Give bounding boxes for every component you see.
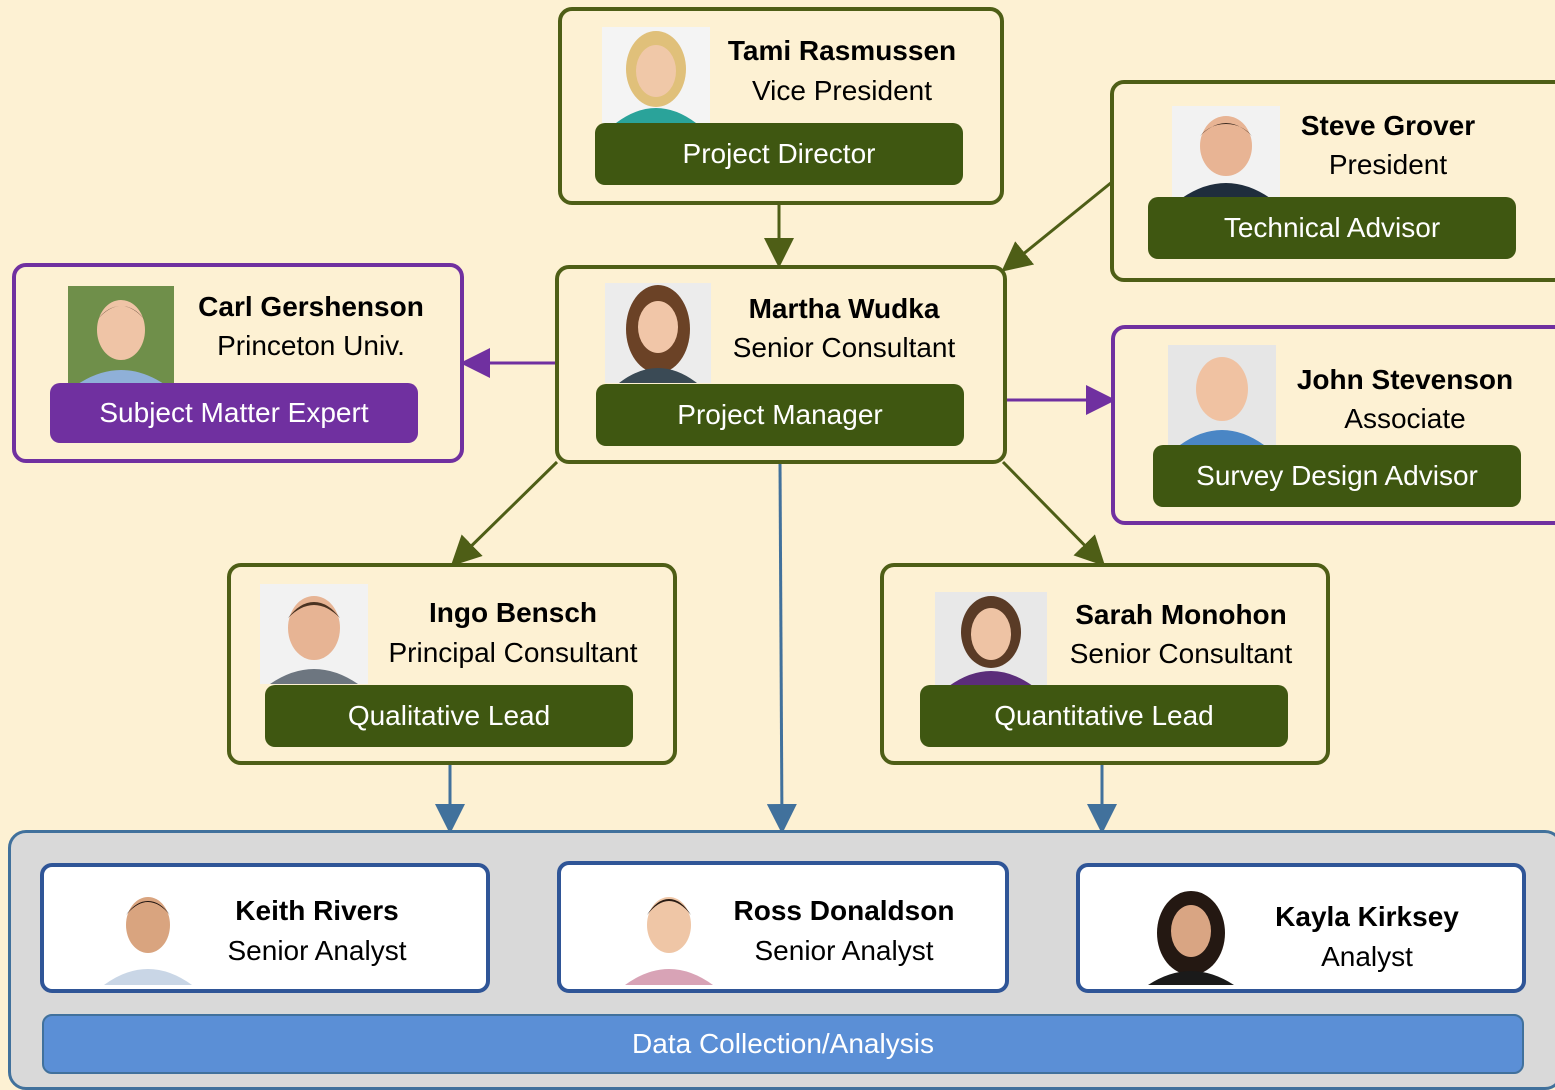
- card-keith-rivers: Keith Rivers Senior Analyst: [40, 863, 490, 993]
- role-badge: Project Director: [595, 123, 963, 185]
- avatar: [68, 286, 174, 384]
- person-name: Tami Rasmussen: [727, 35, 957, 66]
- card-carl-gershenson: Carl Gershenson Princeton Univ. Subject …: [12, 263, 464, 463]
- person-title: Princeton Univ.: [217, 330, 405, 361]
- avatar: [605, 283, 711, 383]
- role-badge: Project Manager: [596, 384, 964, 446]
- card-tami-rasmussen: Tami Rasmussen Vice President Project Di…: [558, 7, 1004, 205]
- person-name: Martha Wudka: [748, 293, 940, 324]
- person-title: Analyst: [1321, 941, 1413, 972]
- avatar: [1168, 345, 1276, 445]
- avatar: [935, 592, 1047, 686]
- person-title: Senior Analyst: [227, 935, 407, 966]
- avatar: [260, 584, 368, 684]
- role-badge: Technical Advisor: [1148, 197, 1516, 259]
- person-name: Carl Gershenson: [198, 291, 424, 322]
- card-sarah-monohon: Sarah Monohon Senior Consultant Quantita…: [880, 563, 1330, 765]
- avatar: [602, 27, 710, 123]
- arrow-manager-to-team: [766, 462, 797, 834]
- person-name: Steve Grover: [1300, 110, 1476, 141]
- arrow-manager-to-quant-lead: [1001, 460, 1106, 567]
- role-badge: Qualitative Lead: [265, 685, 633, 747]
- person-name: Ross Donaldson: [733, 895, 955, 926]
- person-title: Senior Consultant: [732, 332, 956, 363]
- arrow-manager-to-qual-lead: [450, 460, 559, 567]
- card-john-stevenson: John Stevenson Associate Survey Design A…: [1111, 325, 1555, 525]
- person-name: John Stevenson: [1296, 364, 1514, 395]
- person-title: Associate: [1344, 403, 1466, 434]
- arrow-advisor-to-manager: [1001, 180, 1113, 272]
- role-badge: Subject Matter Expert: [50, 383, 418, 443]
- data-collection-analysis-bar: Data Collection/Analysis: [42, 1014, 1524, 1074]
- person-name: Keith Rivers: [235, 895, 399, 926]
- person-title: Vice President: [751, 75, 933, 106]
- person-title: President: [1328, 149, 1448, 180]
- card-steve-grover: Steve Grover President Technical Advisor: [1110, 80, 1555, 282]
- role-badge: Quantitative Lead: [920, 685, 1288, 747]
- card-martha-wudka: Martha Wudka Senior Consultant Project M…: [555, 265, 1007, 464]
- person-title: Senior Consultant: [1069, 638, 1293, 669]
- avatar: [96, 885, 200, 985]
- person-name: Sarah Monohon: [1075, 599, 1287, 630]
- person-name: Kayla Kirksey: [1275, 901, 1459, 932]
- card-ross-donaldson: Ross Donaldson Senior Analyst: [557, 861, 1009, 993]
- avatar: [1132, 887, 1250, 985]
- person-name: Ingo Bensch: [428, 597, 597, 628]
- card-ingo-bensch: Ingo Bensch Principal Consultant Qualita…: [227, 563, 677, 765]
- person-title: Principal Consultant: [388, 637, 638, 668]
- avatar: [615, 885, 723, 985]
- card-kayla-kirksey: Kayla Kirksey Analyst: [1076, 863, 1526, 993]
- person-title: Senior Analyst: [754, 935, 934, 966]
- avatar: [1172, 106, 1280, 198]
- role-badge: Survey Design Advisor: [1153, 445, 1521, 507]
